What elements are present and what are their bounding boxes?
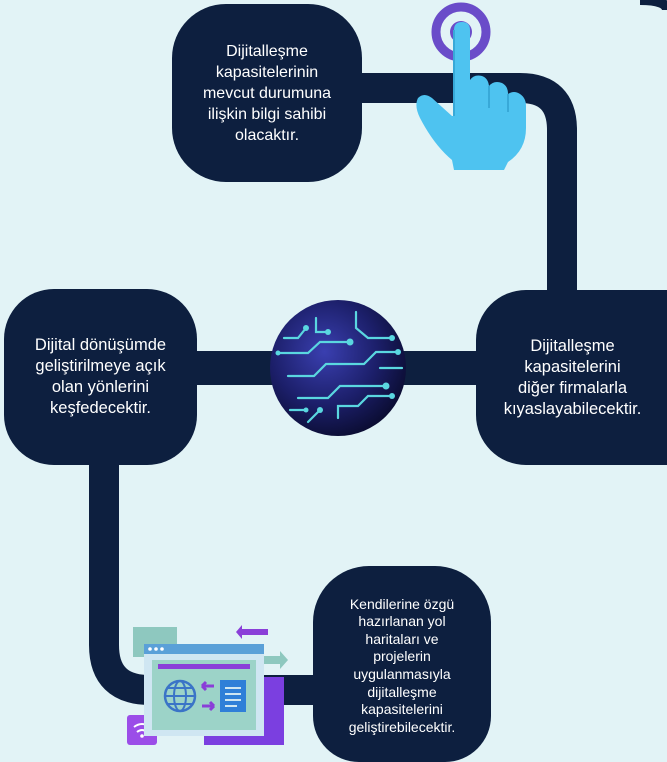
circuit-globe-icon	[270, 300, 406, 436]
step-text-1: Dijitalleşme kapasitelerinin mevcut duru…	[202, 42, 332, 144]
step-card-2: Dijitalleşme kapasitelerini diğer firmal…	[476, 290, 667, 465]
hand-pointer-icon	[416, 2, 526, 170]
step-card-1: Dijitalleşme kapasitelerinin mevcut duru…	[172, 4, 362, 182]
step-text-3: Dijital dönüşümde geliştirilmeye açık ol…	[34, 336, 167, 417]
step-text-2: Dijitalleşme kapasitelerini diğer firmal…	[503, 336, 642, 418]
step-card-4: Kendilerine özgü hazırlanan yol haritala…	[313, 566, 491, 762]
step-card-3: Dijital dönüşümde geliştirilmeye açık ol…	[4, 289, 197, 465]
web-browser-icon	[127, 625, 288, 745]
step-text-4: Kendilerine özgü hazırlanan yol haritala…	[348, 595, 456, 735]
